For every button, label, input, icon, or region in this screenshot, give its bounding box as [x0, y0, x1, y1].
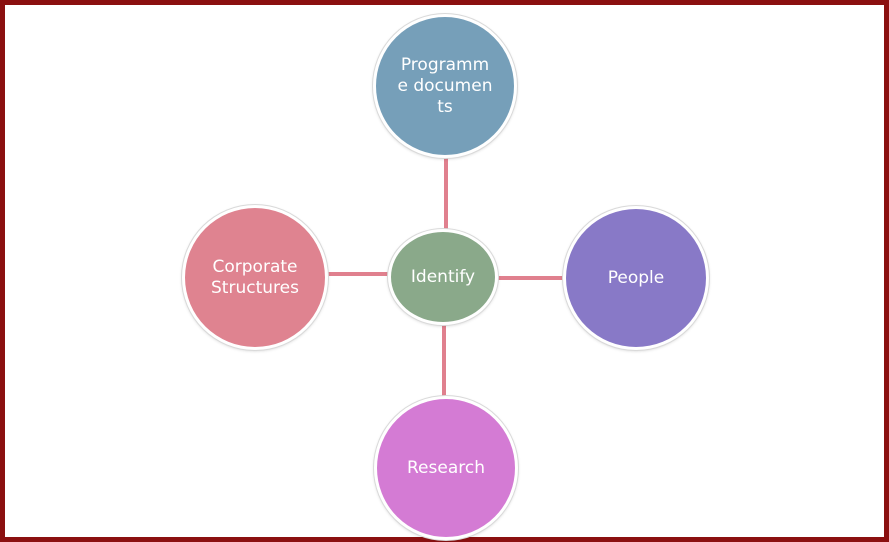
- node-research-label: Research: [407, 457, 485, 478]
- node-people-label: People: [607, 267, 665, 288]
- node-corporate-structures-label: Corporate Structures: [211, 256, 299, 298]
- node-programme-documents-label: Programme documents: [397, 54, 493, 117]
- node-corporate-structures: Corporate Structures: [182, 205, 328, 350]
- node-programme-documents: Programme documents: [373, 14, 517, 158]
- node-identify: Identify: [388, 229, 498, 325]
- node-people: People: [563, 206, 709, 350]
- node-research: Research: [374, 396, 518, 540]
- node-identify-label: Identify: [410, 266, 476, 287]
